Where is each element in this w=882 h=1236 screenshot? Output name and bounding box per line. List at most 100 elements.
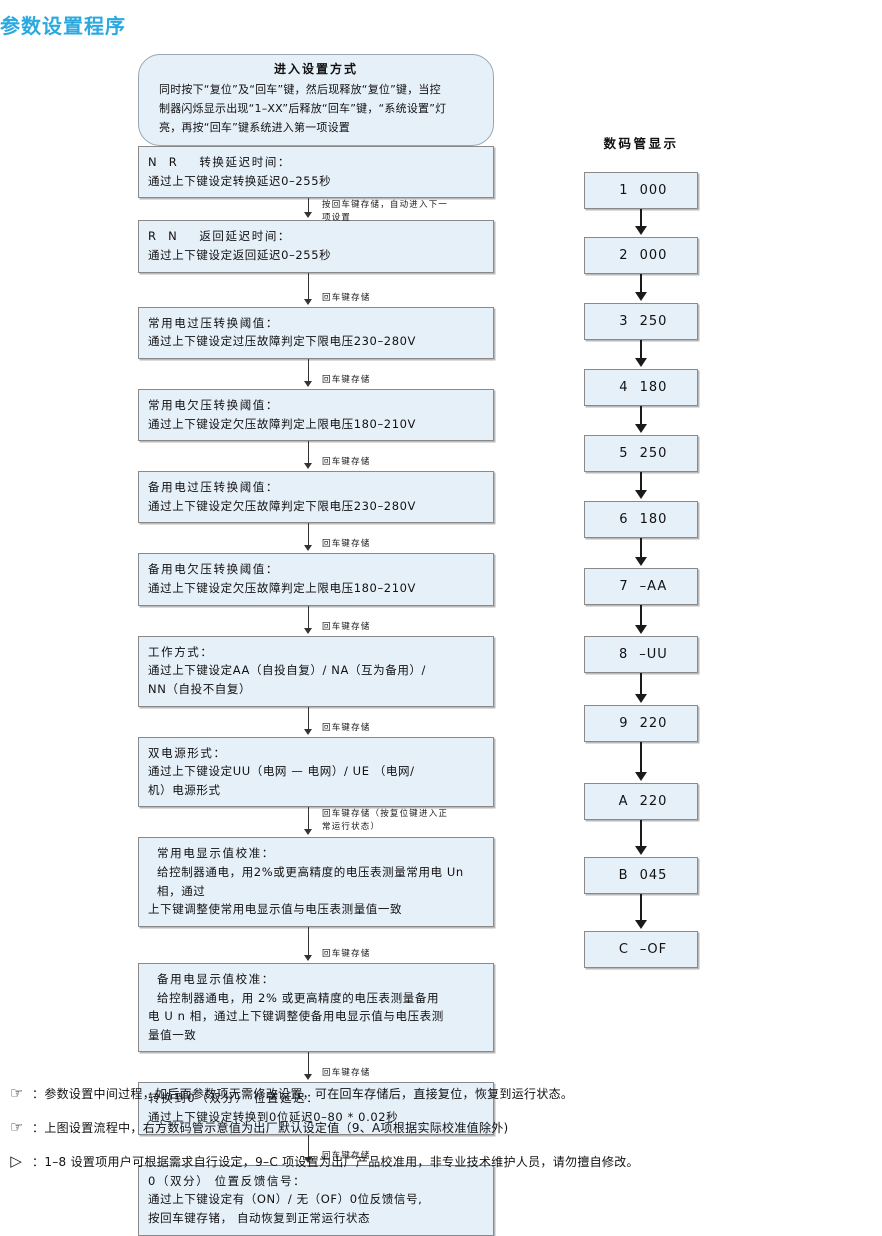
page-title: 参数设置程序 xyxy=(0,14,126,38)
flow-step-line: 备用电欠压转换阈值： xyxy=(148,562,279,577)
flow-step-line: 给控制器通电，用 2% 或更高精度的电压表测量备用 xyxy=(157,990,440,1005)
connector-line xyxy=(640,274,642,294)
display-value: 220 xyxy=(639,794,668,809)
flow-step-box: 备用电过压转换阈值：通过上下键设定欠压故障判定下限电压230–280V xyxy=(138,471,494,524)
display-value: –AA xyxy=(639,579,668,594)
display-connector xyxy=(584,605,698,636)
display-connector xyxy=(584,538,698,568)
note-text: 上图设置流程中，右方数码管示意值为出厂默认设定值（9、A项根据实际校准值除外) xyxy=(44,1121,509,1135)
flow-step-line: 双电源形式： xyxy=(148,745,227,760)
footer-note: ☞ ：参数设置中间过程，如后面参数项无需修改设置，可在回车存储后，直接复位，恢复到… xyxy=(10,1085,872,1103)
display-code: 1 xyxy=(619,183,629,198)
display-value-box: 8–UU xyxy=(584,636,698,673)
connector-line xyxy=(640,472,642,492)
note-text: 参数设置中间过程，如后面参数项无需修改设置，可在回车存储后，直接复位，恢复到运行… xyxy=(44,1087,574,1101)
display-column-title: 数码管显示 xyxy=(603,136,679,151)
flow-connector: 回车键存储（按复位键进入正 常运行状态） xyxy=(138,807,494,837)
display-value: 000 xyxy=(639,248,668,263)
flow-step-box: 常用电过压转换阈值：通过上下键设定过压故障判定下限电压230–280V xyxy=(138,306,494,359)
arrow-head-icon xyxy=(304,1156,312,1163)
flow-step-line: 通过上下键设定转换延迟0–255秒 xyxy=(148,173,332,188)
flow-step-line: 上下键调整使常用电显示值与电压表测量值一致 xyxy=(148,902,403,917)
connector-label: 回车键存储（按复位键进入正 常运行状态） xyxy=(322,809,449,832)
connector-line xyxy=(308,198,309,214)
display-code: 6 xyxy=(619,512,629,527)
parameter-setting-flowchart: 进入设置方式同时按下“复位”及“回车”键，然后现释放“复位”键，当控制器闪烁显示… xyxy=(138,54,494,1236)
flow-step-box: 备用电欠压转换阈值： 通过上下键设定欠压故障判定上限电压180–210V xyxy=(138,553,494,606)
connector-label: 回车键存储 xyxy=(322,457,371,468)
connector-line xyxy=(640,605,642,627)
arrow-head-icon xyxy=(635,424,647,433)
display-value: 250 xyxy=(639,314,668,329)
display-value-box: 5 250 xyxy=(584,435,698,472)
flow-step-box: 工作方式：通过上下键设定AA（自投自复）/ NA（互为备用）/NN（自投不自复） xyxy=(138,635,494,707)
display-value: –UU xyxy=(639,647,668,662)
arrow-head-icon xyxy=(635,920,647,929)
flow-connector: 回车键存储 xyxy=(138,523,494,553)
note-colon: ： xyxy=(32,1087,45,1101)
flow-step-line: 通过上下键设定有（ON）/ 无（OF）0位反馈信号, xyxy=(148,1192,423,1207)
flow-step-line: 机）电源形式 xyxy=(148,782,221,797)
display-value-box: C–OF xyxy=(584,931,698,968)
display-value: 180 xyxy=(639,380,668,395)
connector-line xyxy=(640,820,642,848)
display-code: 4 xyxy=(619,380,629,395)
flow-step-box: 转换到0（双分） 位置延迟：通过上下键设定转换到0位延迟0–80 * 0.02秒 xyxy=(138,1082,494,1135)
display-code: B xyxy=(618,868,629,883)
display-value-box: 4 180 xyxy=(584,369,698,406)
arrow-head-icon xyxy=(635,625,647,634)
flow-step-line: 通过上下键设定返回延迟0–255秒 xyxy=(148,248,332,263)
flow-step-line: 工作方式： xyxy=(148,644,214,659)
arrow-head-icon xyxy=(304,212,312,219)
display-connector xyxy=(584,742,698,783)
flow-step-line: 备用电过压转换阈值： xyxy=(148,480,279,495)
arrow-head-icon xyxy=(304,463,312,470)
connector-line xyxy=(308,1134,309,1158)
connector-label: 回车键存储 xyxy=(322,539,371,550)
display-value: 250 xyxy=(639,446,668,461)
connector-label: 回车键存储 xyxy=(322,292,371,303)
arrow-head-icon xyxy=(635,490,647,499)
pointing-hand-icon: ☞ xyxy=(10,1084,24,1102)
display-value: 000 xyxy=(639,183,668,198)
flow-step-line: 通过上下键设定转换到0位延迟0–80 * 0.02秒 xyxy=(148,1110,399,1125)
display-value: 220 xyxy=(639,716,668,731)
connector-line xyxy=(308,441,309,465)
flow-step-line: 按回车键存锗， 自动恢复到正常运行状态 xyxy=(148,1210,371,1225)
connector-line xyxy=(640,406,642,426)
arrow-head-icon xyxy=(635,772,647,781)
flow-connector: 回车键存储 xyxy=(138,358,494,389)
flow-step-box: R N 返回延迟时间：通过上下键设定返回延迟0–255秒 xyxy=(138,220,494,273)
connector-line xyxy=(640,538,642,559)
display-value: 180 xyxy=(639,512,668,527)
flow-step-line: 通过上下键设定欠压故障判定上限电压180–210V xyxy=(148,581,417,596)
connector-line xyxy=(308,926,309,956)
arrow-head-icon xyxy=(304,380,312,387)
flow-connector: 回车键存储 xyxy=(138,926,494,963)
connector-line xyxy=(640,340,642,360)
flow-step-line: 备用电显示值校准： xyxy=(157,971,275,986)
flow-step-box: 双电源形式：通过上下键设定UU（电网 — 电网）/ UE （电网/机）电源形式 xyxy=(138,736,494,808)
connector-label: 回车键存储 xyxy=(322,1150,371,1161)
intro-line: 制器闪烁显示出现“1–XX”后释放“回车”键，“系统设置”灯 xyxy=(159,102,447,116)
connector-line xyxy=(640,894,642,922)
flow-step-line: 常用电显示值校准： xyxy=(157,846,275,861)
arrow-head-icon xyxy=(635,292,647,301)
display-connector xyxy=(584,472,698,501)
connector-line xyxy=(308,523,309,547)
display-code: 5 xyxy=(619,446,629,461)
flow-step-line: 常用电欠压转换阈值： xyxy=(148,397,279,412)
flow-connector: 回车键存储 xyxy=(138,441,494,471)
display-code: C xyxy=(618,942,629,957)
speaker-icon: ◁ xyxy=(10,1152,22,1170)
flow-connector: 按回车键存储，自动进入下一 项设置 xyxy=(138,198,494,223)
note-colon: ： xyxy=(32,1121,45,1135)
display-code: 3 xyxy=(619,314,629,329)
flow-step-line: 通过上下键设定AA（自投自复）/ NA（互为备用）/ xyxy=(148,663,427,678)
display-connector xyxy=(584,406,698,435)
flow-connector: 回车键存储 xyxy=(138,605,494,636)
note-colon: ： xyxy=(32,1155,45,1169)
